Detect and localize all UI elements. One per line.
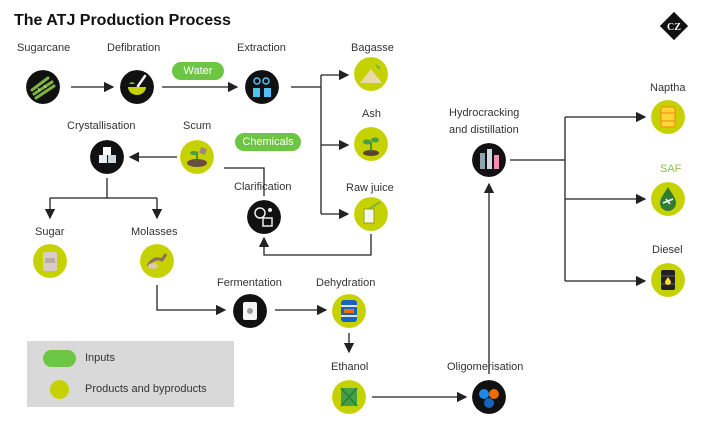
label-dehydration: Dehydration (316, 277, 376, 289)
line-clarification-scum (224, 167, 265, 196)
cz-logo: CZ (660, 12, 688, 40)
legend-products-label: Products and byproducts (85, 383, 207, 395)
label-sugarcane: Sugarcane (17, 42, 71, 54)
scum-icon (180, 140, 214, 174)
diesel-barrel-icon (651, 263, 685, 297)
label-crystallisation: Crystallisation (67, 120, 136, 132)
label-saf: SAF (660, 163, 682, 175)
legend: Inputs Products and byproducts (27, 341, 234, 407)
mortar-pestle-icon (120, 70, 154, 104)
label-molasses: Molasses (131, 226, 178, 238)
label-clarification: Clarification (234, 181, 292, 193)
dehydration-drum-icon (332, 294, 366, 328)
raw-juice-icon (354, 197, 388, 231)
label-hydrocracking-line1: Hydrocracking (449, 107, 520, 119)
bagasse-icon (354, 57, 388, 91)
label-scum: Scum (183, 120, 212, 132)
fermentation-tank-icon (233, 294, 267, 328)
label-hydrocracking-line2: and distillation (449, 124, 519, 136)
oligomerisation-molecule-icon (472, 380, 506, 414)
label-ethanol: Ethanol (331, 361, 369, 373)
sugar-cubes-icon (90, 140, 124, 174)
label-raw-juice: Raw juice (346, 182, 394, 194)
refinery-icon (472, 143, 506, 177)
input-chemicals-pill: Chemicals (235, 133, 301, 151)
label-naptha: Naptha (650, 82, 686, 94)
label-fermentation: Fermentation (217, 277, 282, 289)
molasses-scoop-icon (140, 244, 174, 278)
label-ash: Ash (362, 108, 381, 120)
extraction-lab-icon (245, 70, 279, 104)
ash-sprout-icon (354, 127, 388, 161)
saf-plane-drop-icon (651, 182, 685, 216)
sugarcane-icon (26, 70, 60, 104)
legend-input-swatch (43, 350, 76, 367)
naptha-barrel-icon (651, 100, 685, 134)
arrow-rawjuice-clarification (258, 234, 372, 256)
svg-text:CZ: CZ (667, 22, 681, 33)
arrow-molasses-fermentation (156, 285, 227, 316)
legend-inputs-label: Inputs (85, 352, 115, 364)
clarification-icon (247, 200, 281, 234)
label-diesel: Diesel (652, 244, 683, 256)
label-extraction: Extraction (237, 42, 286, 54)
ethanol-container-icon (332, 380, 366, 414)
diagram-title: The ATJ Production Process (14, 12, 231, 29)
input-water-pill: Water (172, 62, 224, 80)
legend-product-swatch (50, 380, 69, 399)
label-oligomerisation: Oligomerisation (447, 361, 524, 373)
label-bagasse: Bagasse (351, 42, 394, 54)
sugar-bag-icon (33, 244, 67, 278)
label-defibration: Defibration (107, 42, 161, 54)
label-sugar: Sugar (35, 226, 65, 238)
